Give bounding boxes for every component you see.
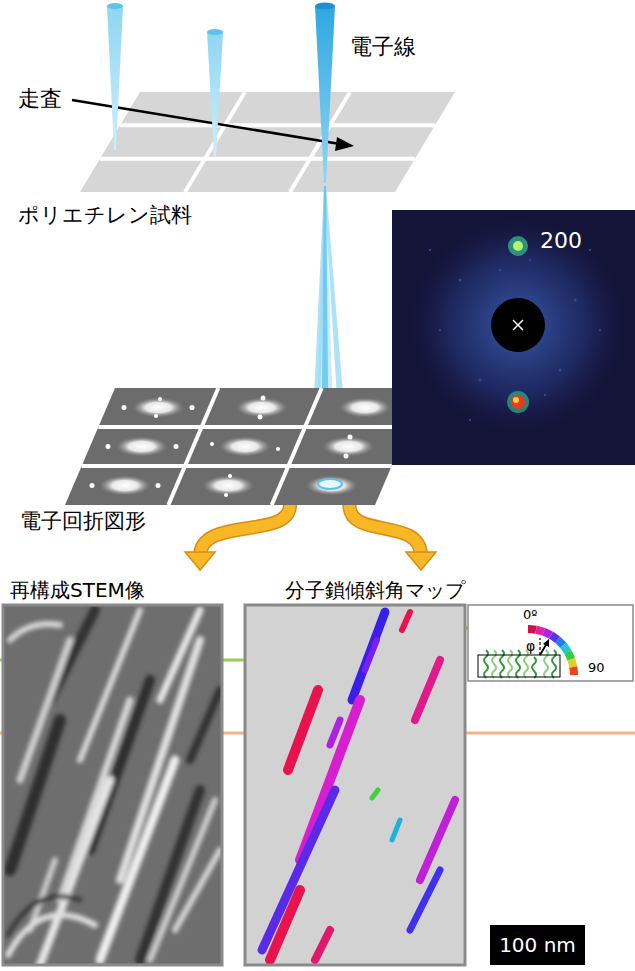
- panel-frame: [3, 605, 222, 965]
- spot: [507, 391, 529, 413]
- chain-symbols: [484, 650, 556, 678]
- spot: [513, 241, 523, 251]
- scale-bar: 100 nm: [490, 925, 585, 965]
- spot: [513, 397, 519, 403]
- angle-legend: [468, 605, 633, 681]
- pattern-tiles: [65, 388, 425, 505]
- stem-image: [3, 605, 222, 965]
- tile-gap: [98, 425, 408, 429]
- beam: [315, 6, 335, 183]
- arrow-head: [185, 552, 215, 570]
- grid-label: 電子回折図形: [20, 509, 146, 534]
- flow-arrow: [349, 505, 436, 570]
- panel-heading: 再構成STEM像: [10, 578, 145, 602]
- beam-landing: [318, 479, 342, 489]
- diffraction-inset: 200: [392, 210, 635, 465]
- scan-head: [335, 137, 354, 151]
- legend-frame: [468, 605, 633, 681]
- tilt-map: [245, 605, 465, 965]
- normal-line: [539, 638, 540, 655]
- pattern-spots: [90, 396, 392, 498]
- angle-symbol: φ: [526, 638, 535, 655]
- electron-beams: [107, 3, 335, 184]
- beam-label: 電子線: [350, 34, 416, 60]
- arrow-outline: [349, 505, 421, 556]
- orange-line: [460, 732, 635, 735]
- angle-label: 0º: [523, 607, 537, 623]
- image-panel: 分子鎖傾斜角マップ: [245, 570, 465, 965]
- center-mark: [513, 320, 523, 330]
- inset-speckle: [429, 249, 601, 421]
- tile-gap: [100, 157, 415, 161]
- beam-stop: [491, 298, 545, 352]
- reflection-index: 200: [540, 228, 582, 254]
- angle-label: 90: [588, 660, 605, 676]
- beam: [107, 6, 123, 150]
- beam: [207, 32, 223, 156]
- tile-gap: [120, 123, 435, 127]
- arrow-outline: [200, 505, 290, 556]
- arrow-head: [406, 552, 436, 570]
- spot: [511, 395, 525, 409]
- spot: [508, 236, 528, 256]
- pattern-grid: 電子回折図形: [65, 388, 425, 505]
- beam-top: [315, 3, 335, 10]
- beam-top: [107, 3, 123, 9]
- panel-heading: 分子鎖傾斜角マップ: [285, 578, 465, 602]
- image-panel: 再構成STEM像: [3, 570, 222, 965]
- inset-ground: [392, 210, 635, 465]
- center-mark: [513, 320, 523, 330]
- arrow-body: [349, 505, 421, 556]
- tile-gap: [82, 464, 392, 468]
- angle-legend-box: 0º φ 90: [468, 605, 633, 681]
- diffraction-inset: [392, 210, 635, 465]
- arrow-body: [200, 505, 290, 556]
- inset-glow: [403, 210, 633, 440]
- chain-box: [478, 655, 560, 677]
- beam-top: [207, 29, 223, 35]
- flow-arrow: [185, 505, 290, 570]
- tilt-arrow-head: [543, 639, 549, 647]
- sample-label: ポリエチレン試料: [18, 203, 192, 228]
- sample-tiles: [80, 92, 455, 192]
- panel-frame: [245, 605, 465, 965]
- scan-label: 走査: [18, 86, 62, 112]
- pattern-grid: [65, 388, 425, 505]
- sample-plane: [80, 92, 455, 192]
